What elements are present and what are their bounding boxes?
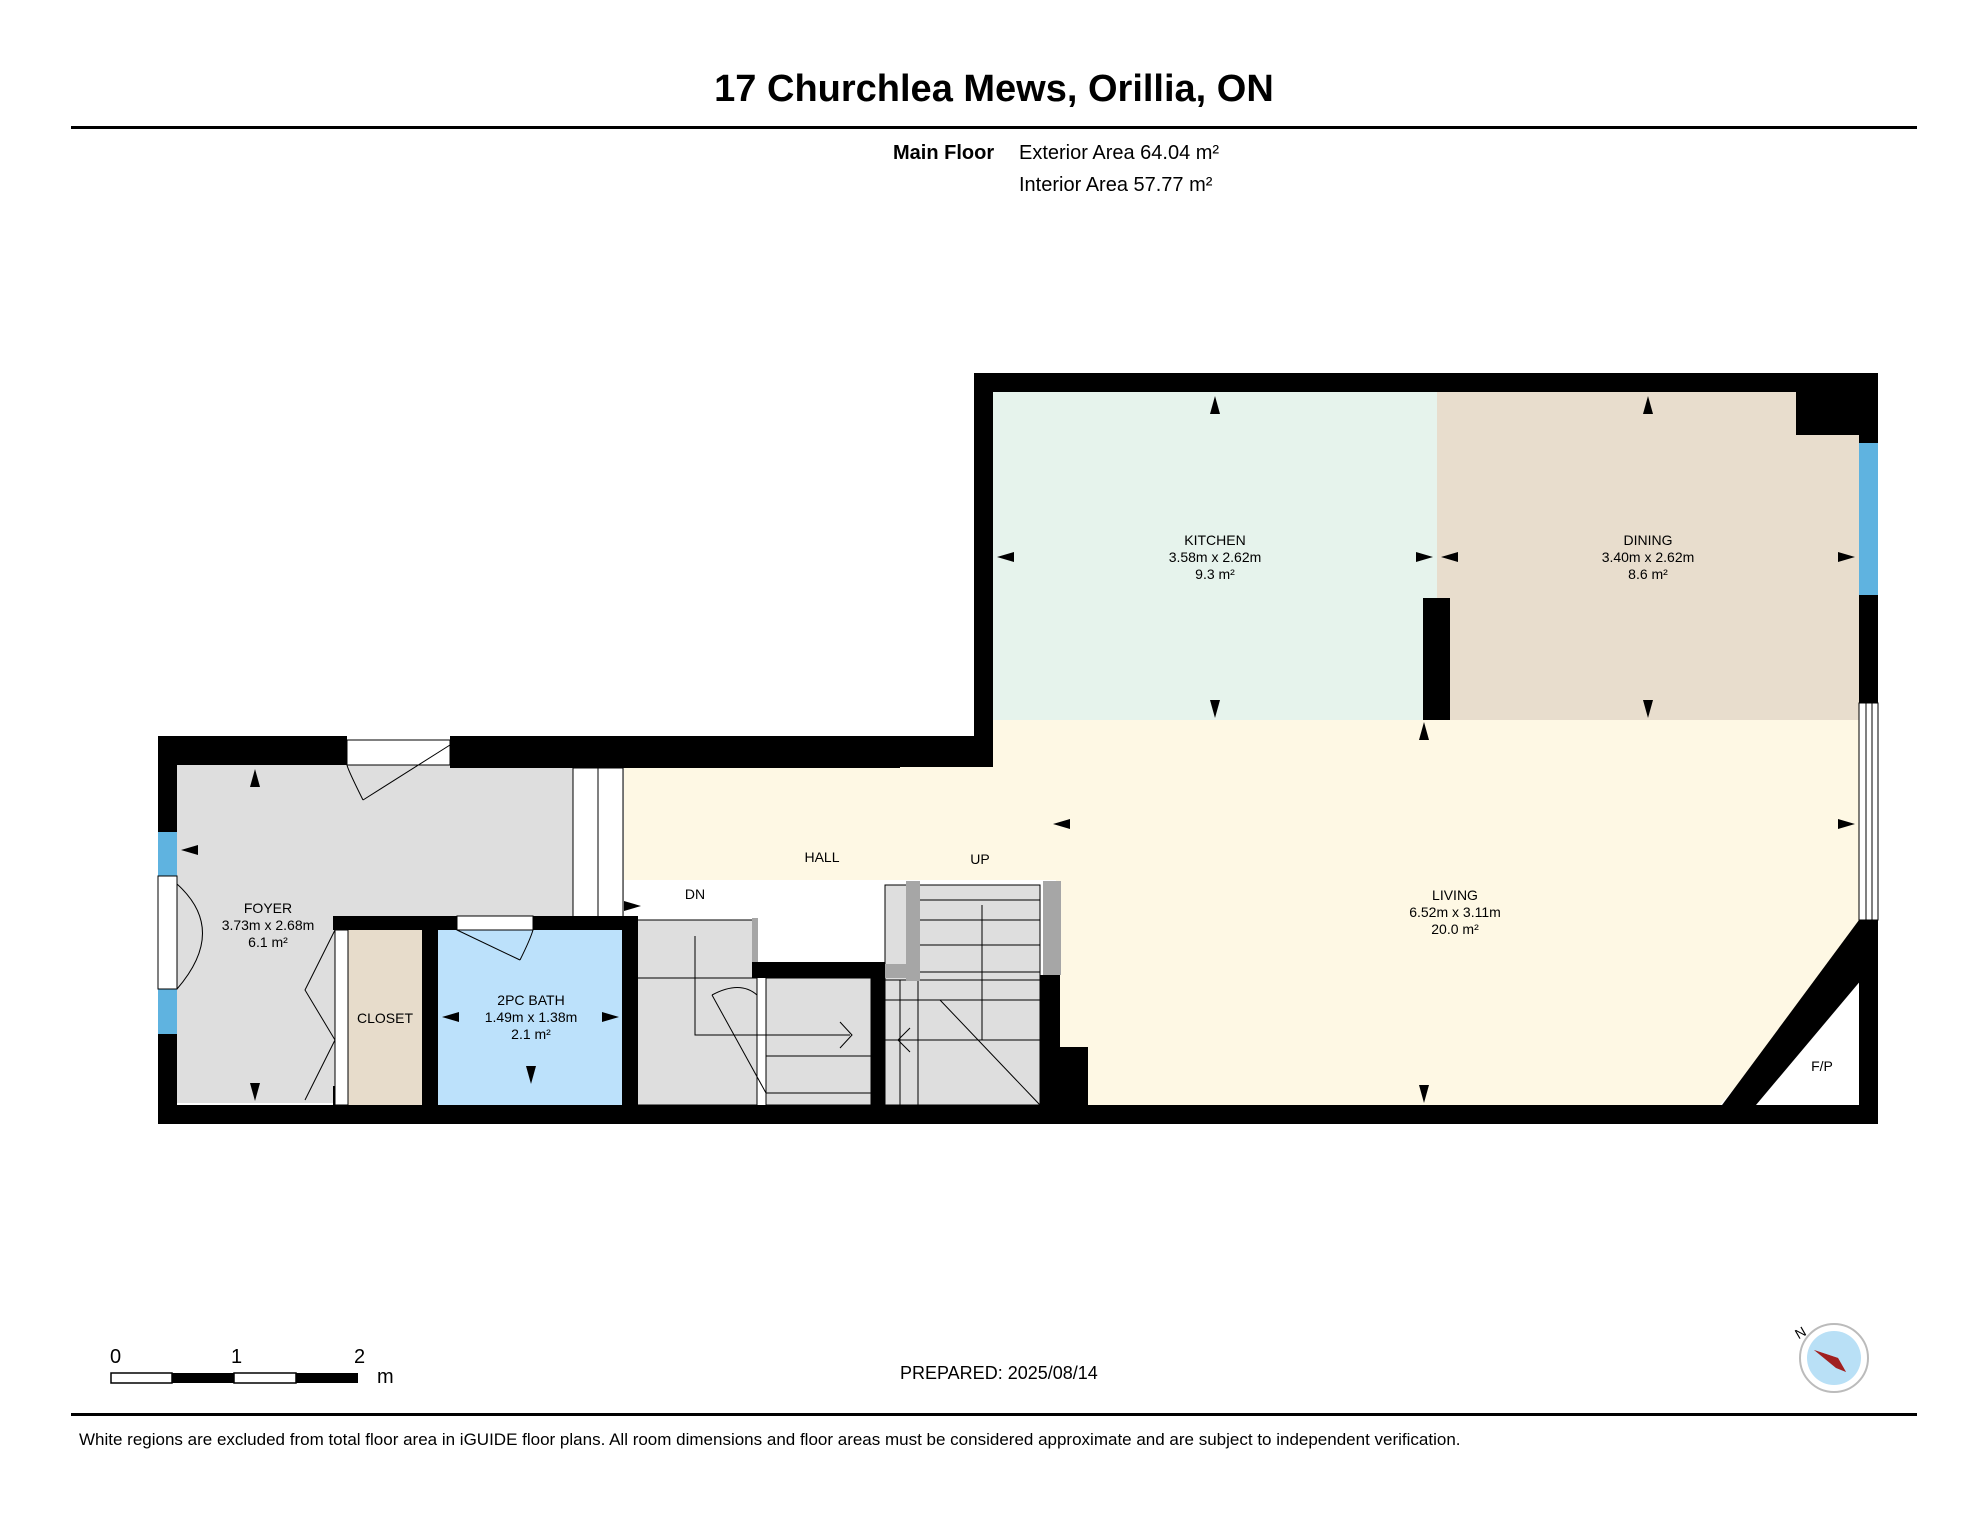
header-divider: [71, 126, 1917, 129]
exterior-area: Exterior Area 64.04 m²: [1019, 142, 1220, 164]
compass: N: [1790, 1320, 1870, 1400]
kitchen-dims: 3.58m x 2.62m: [1169, 549, 1262, 565]
bath-area: 2.1 m²: [511, 1026, 551, 1042]
bath-name: 2PC BATH: [497, 992, 564, 1008]
foyer-lower-fill: [177, 918, 335, 1103]
compass-icon: N: [1792, 1323, 1869, 1393]
scale-tick-2: 2: [354, 1346, 366, 1368]
closet-fill: [348, 930, 422, 1105]
hall-jambs: [572, 767, 624, 919]
page-title: 17 Churchlea Mews, Orillia, ON: [714, 68, 1274, 110]
fireplace-label: F/P: [1811, 1058, 1833, 1074]
living-name: LIVING: [1432, 887, 1478, 903]
dimension-markers: [181, 396, 1855, 1103]
kitchen-fill: [993, 392, 1437, 720]
living-area: 20.0 m²: [1431, 921, 1479, 937]
interior-area: Interior Area 57.77 m²: [1019, 174, 1213, 196]
foyer-fill: [177, 765, 624, 920]
doors: [157, 739, 534, 1106]
kitchen-area: 9.3 m²: [1195, 566, 1235, 582]
scale-tick-0: 0: [110, 1346, 122, 1368]
floor-label: Main Floor: [893, 142, 995, 164]
foyer-dims: 3.73m x 2.68m: [222, 917, 315, 933]
living-dims: 6.52m x 3.11m: [1409, 904, 1501, 920]
kitchen-name: KITCHEN: [1184, 532, 1245, 548]
stair-rails: [752, 881, 1061, 981]
dining-name: DINING: [1624, 532, 1673, 548]
hall-name: HALL: [804, 849, 839, 865]
sliding-door: [1858, 702, 1879, 921]
living-fill: [622, 720, 1859, 1105]
closet-name: CLOSET: [357, 1010, 413, 1026]
dining-dims: 3.40m x 2.62m: [1602, 549, 1695, 565]
prepared-date: PREPARED: 2025/08/14: [900, 1363, 1098, 1383]
scale-tick-1: 1: [231, 1346, 243, 1368]
footnote: White regions are excluded from total fl…: [79, 1430, 1461, 1449]
up-label: UP: [970, 851, 989, 867]
foyer-area: 6.1 m²: [248, 934, 288, 950]
dining-area: 8.6 m²: [1628, 566, 1668, 582]
foyer-name: FOYER: [244, 900, 292, 916]
dining-fill: [1437, 392, 1859, 720]
footer-divider: [71, 1413, 1917, 1416]
scale-unit: m: [377, 1366, 394, 1388]
stairs-down: [636, 919, 872, 1106]
scale-bar: [110, 1372, 358, 1384]
bath-dims: 1.49m x 1.38m: [485, 1009, 578, 1025]
walls: [158, 373, 1878, 1124]
down-label: DN: [685, 886, 705, 902]
windows: [158, 443, 1878, 1034]
